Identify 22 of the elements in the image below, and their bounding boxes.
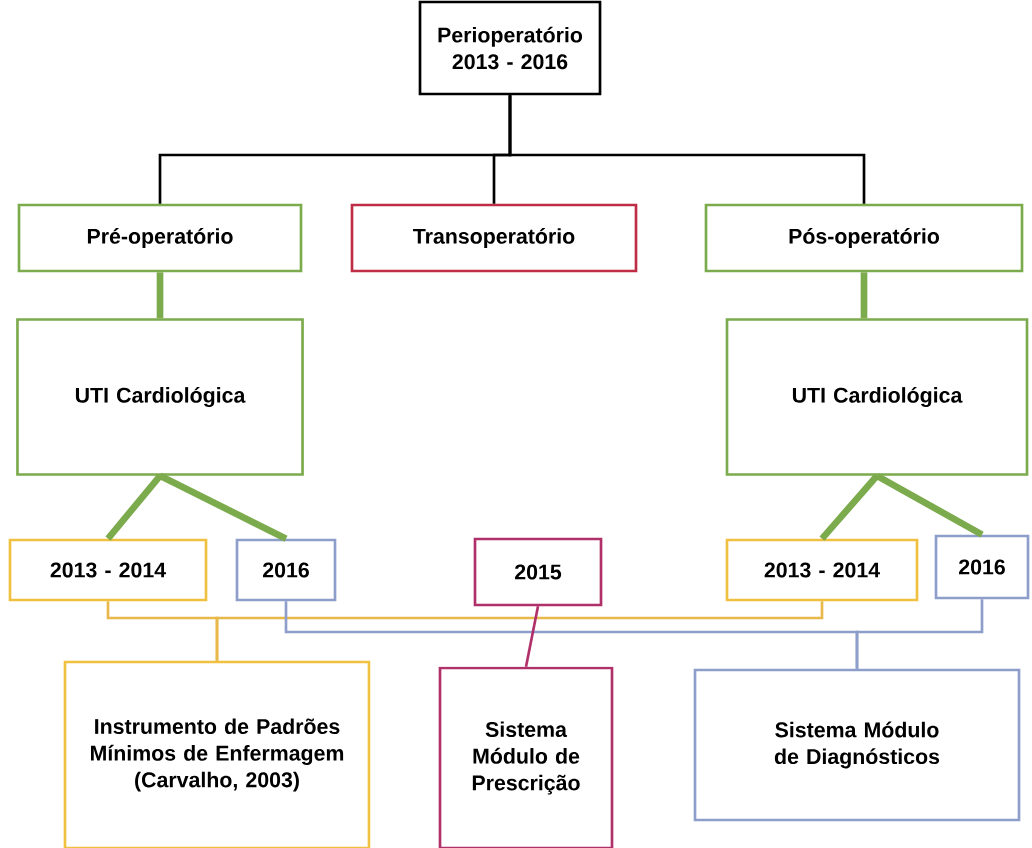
- connector-line: [105, 473, 163, 541]
- period-box: Transoperatório: [350, 203, 638, 273]
- period-box: Sistema Módulo de Diagnósticos: [693, 668, 1021, 822]
- connector-line: [524, 606, 540, 667]
- connector-line: [819, 473, 880, 541]
- period-box: 2013 - 2014: [725, 538, 919, 602]
- period-box: UTI Cardiológica: [16, 318, 304, 476]
- connector-line: [875, 472, 984, 538]
- period-box: Pré-operatório: [17, 203, 303, 273]
- connector-line: [215, 601, 824, 661]
- connector-line: [158, 472, 288, 542]
- period-box: 2016: [235, 538, 337, 602]
- connector-line: [855, 599, 984, 669]
- period-box: Instrumento de Padrões Mínimos de Enfermagem (Carvalho, 2003): [63, 660, 371, 848]
- period-box: 2016: [934, 534, 1030, 600]
- period-box: Pós-operatório: [704, 203, 1024, 273]
- period-box: Perioperatório 2013 - 2016: [418, 0, 602, 96]
- period-box: UTI Cardiológica: [725, 318, 1029, 476]
- period-box: 2013 - 2014: [8, 538, 208, 602]
- connector-line: [508, 95, 866, 204]
- period-box: Sistema Módulo de Prescrição: [438, 666, 614, 848]
- period-box: 2015: [473, 537, 603, 607]
